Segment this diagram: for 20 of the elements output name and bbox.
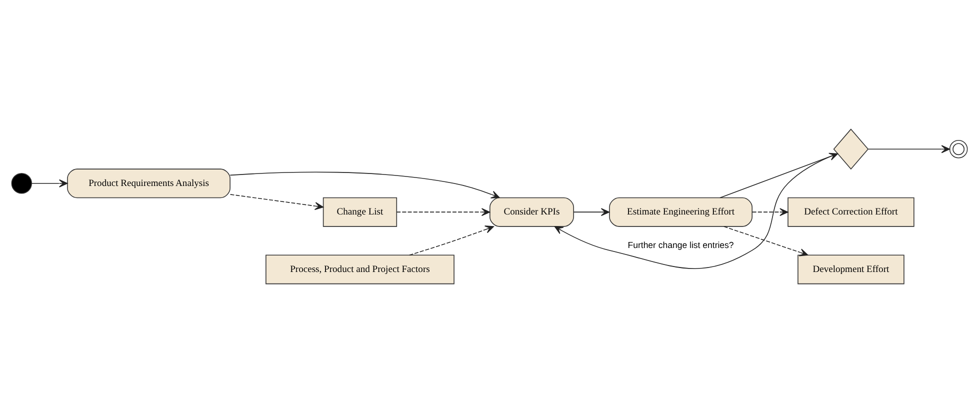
node-box: Consider KPIs — [490, 196, 574, 226]
arrow — [868, 144, 950, 153]
arrow — [724, 226, 808, 256]
arrow — [408, 225, 494, 255]
node-box: Defect Correction Effort — [788, 196, 914, 226]
arrow — [396, 208, 490, 216]
arrow — [752, 208, 788, 216]
node-box: Estimate Engineering Effort — [609, 196, 753, 226]
node-circle — [949, 139, 968, 158]
node-box: Product Requirements Analysis — [67, 168, 230, 198]
arrow — [230, 171, 500, 198]
node-box: Process, Product and Project Factors — [266, 254, 454, 284]
node-circle — [11, 172, 32, 194]
node-diamond — [833, 128, 869, 170]
arrow — [230, 194, 324, 210]
edge-label: Further change list entries? — [628, 239, 734, 250]
node-box: Development Effort — [798, 254, 904, 284]
arrow — [31, 178, 68, 187]
arrow — [573, 208, 610, 216]
node-box: Change List — [322, 196, 398, 226]
